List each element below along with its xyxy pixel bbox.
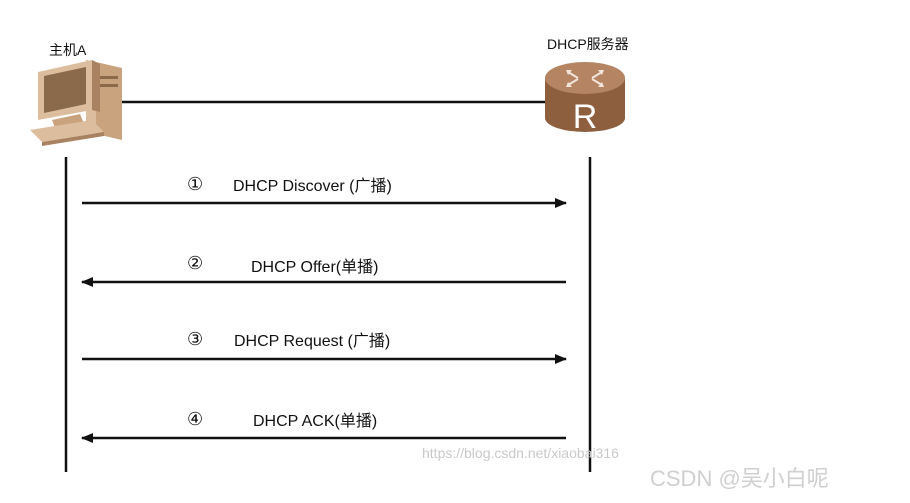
message-label-offer: DHCP Offer(单播) bbox=[251, 259, 379, 276]
step-number-3: ③ bbox=[187, 329, 204, 349]
server-label: DHCP服务器 bbox=[547, 36, 629, 52]
watermark-url: https://blog.csdn.net/xiaobai316 bbox=[422, 445, 619, 461]
router-letter: R bbox=[573, 98, 598, 136]
step-number-2: ② bbox=[187, 253, 204, 273]
router-icon: R bbox=[545, 62, 625, 136]
message-label-request: DHCP Request (广播) bbox=[234, 333, 391, 350]
message-label-ack: DHCP ACK(单播) bbox=[253, 413, 378, 430]
host-label: 主机A bbox=[49, 42, 87, 58]
message-label-discover: DHCP Discover (广播) bbox=[233, 178, 392, 195]
computer-icon bbox=[30, 60, 122, 146]
step-number-1: ① bbox=[187, 174, 204, 194]
watermark-brand: CSDN @吴小白呢 bbox=[650, 466, 829, 491]
step-number-4: ④ bbox=[187, 409, 204, 429]
